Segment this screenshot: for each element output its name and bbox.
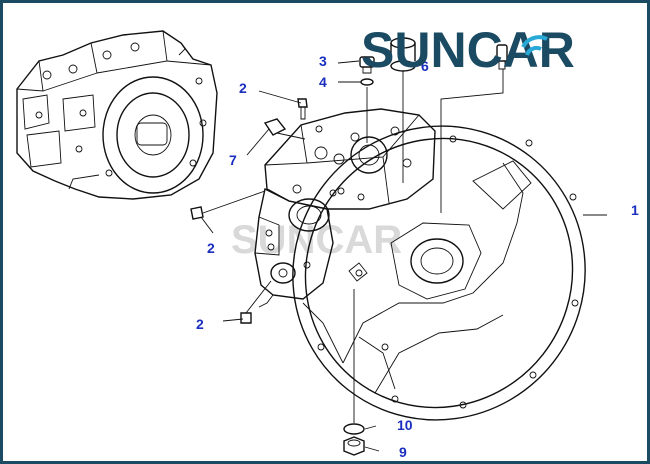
- callout-4: 4: [319, 74, 327, 90]
- watermark: SUNCAR: [231, 218, 402, 262]
- reference-pump-assembly: [16, 30, 218, 200]
- part-2-bolt-top: [297, 98, 308, 120]
- part-9-drain-plug: [343, 436, 365, 456]
- callout-3: 3: [319, 53, 327, 69]
- part-7-pin: [263, 118, 287, 136]
- callout-6: 6: [421, 58, 429, 74]
- callout-7: 7: [229, 152, 237, 168]
- callout-9: 9: [399, 444, 407, 460]
- part-2-bolt-bottom: [240, 312, 252, 324]
- callout-2-bottom: 2: [196, 316, 204, 332]
- parts-diagram: SUNCAR: [16, 22, 639, 460]
- part-4-oring: [360, 78, 374, 86]
- logo-text: SUNCAR: [361, 22, 575, 78]
- part-upper-right-bolt: [496, 44, 508, 70]
- callout-2-top: 2: [239, 80, 247, 96]
- callout-2-left: 2: [207, 240, 215, 256]
- callout-10: 10: [397, 417, 413, 433]
- part-10-oring: [343, 423, 365, 435]
- callout-1: 1: [631, 202, 639, 218]
- part-6-fitting: [390, 37, 416, 72]
- part-2-bolt-left: [190, 206, 204, 220]
- flange-housing: [292, 125, 586, 421]
- part-3-plug: [359, 56, 375, 74]
- logo-signal-arcs-icon: [521, 35, 548, 56]
- leader-lines: [200, 60, 607, 452]
- suncar-logo: SUNCAR: [361, 22, 575, 78]
- pump-body: [254, 187, 334, 308]
